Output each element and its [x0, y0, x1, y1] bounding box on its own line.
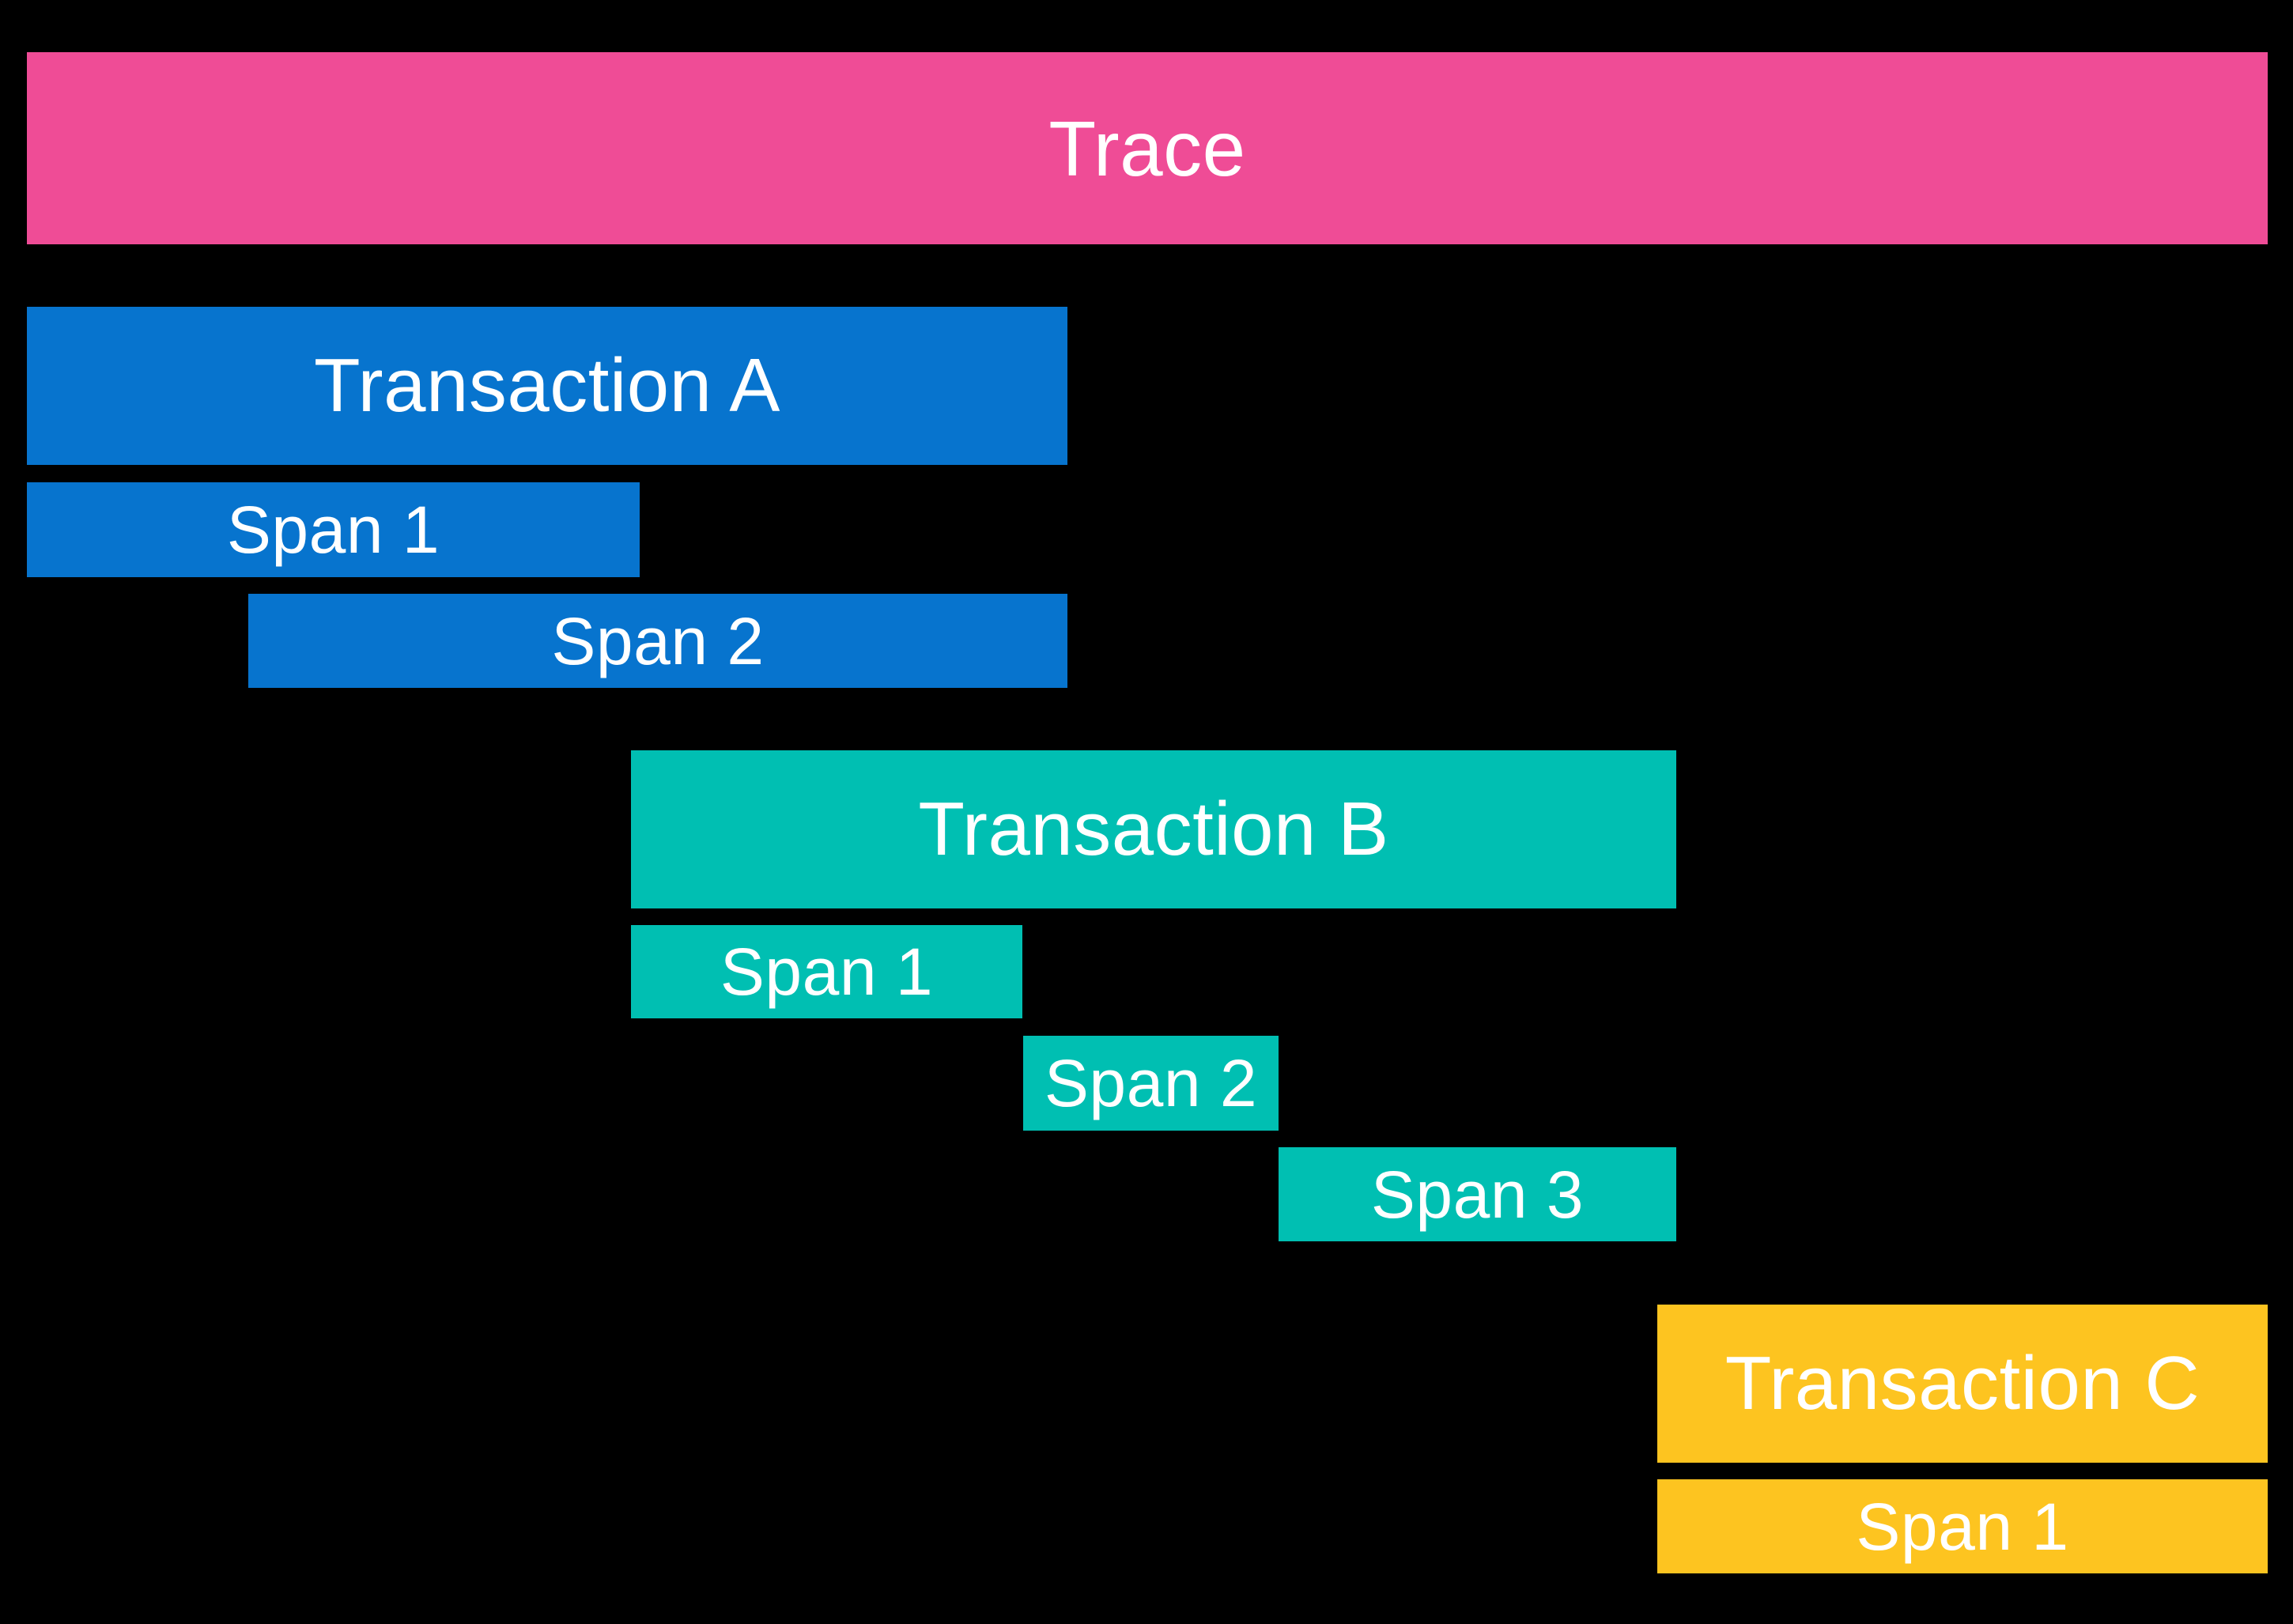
transaction-a-span-2-bar: Span 2 — [248, 594, 1067, 688]
transaction-a-span-1-bar: Span 1 — [27, 482, 640, 577]
transaction-c-span-1-bar: Span 1 — [1657, 1479, 2268, 1573]
transaction-b-label: Transaction B — [918, 787, 1389, 871]
transaction-c-bar: Transaction C — [1657, 1305, 2268, 1463]
transaction-c-span-1-label: Span 1 — [1856, 1489, 2069, 1564]
trace-bar: Trace — [27, 52, 2268, 244]
transaction-b-span-2-label: Span 2 — [1044, 1046, 1258, 1120]
transaction-b-span-2-bar: Span 2 — [1023, 1036, 1279, 1131]
transaction-a-label: Transaction A — [314, 343, 780, 428]
transaction-b-span-1-label: Span 1 — [720, 935, 934, 1009]
transaction-b-bar: Transaction B — [631, 750, 1676, 908]
transaction-b-span-3-label: Span 3 — [1370, 1157, 1585, 1232]
transaction-c-label: Transaction C — [1724, 1341, 2200, 1426]
transaction-a-span-2-label: Span 2 — [551, 603, 765, 678]
trace-label: Trace — [1048, 104, 1246, 192]
transaction-b-span-3-bar: Span 3 — [1279, 1147, 1676, 1241]
transaction-a-bar: Transaction A — [27, 307, 1067, 465]
transaction-a-span-1-label: Span 1 — [226, 493, 440, 567]
transaction-b-span-1-bar: Span 1 — [631, 925, 1022, 1018]
